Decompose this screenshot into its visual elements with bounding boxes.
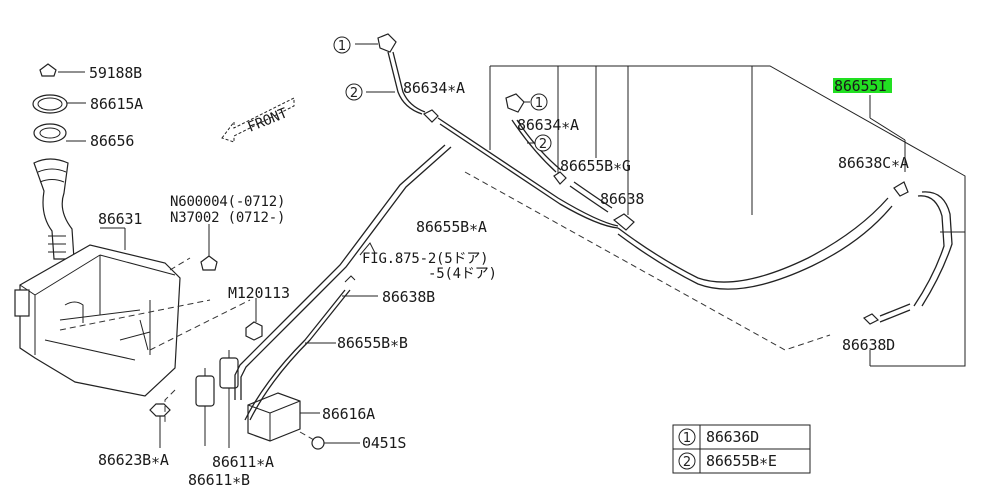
bracket-86616a: [247, 392, 301, 442]
label-86638: 86638: [600, 190, 644, 208]
legend-part-1: 86636D: [706, 428, 759, 446]
label-86616a: 86616A: [322, 405, 375, 423]
filler-cap: [33, 123, 67, 143]
label-86634a-mid: 86634∗A: [517, 116, 579, 134]
label-86611bb: 86611∗B: [188, 471, 250, 487]
hose-right: [913, 191, 953, 307]
callout-1-mid: 1: [530, 93, 548, 111]
label-fig875-1: FIG.875-2(5ドア): [362, 251, 488, 267]
legend-row-1: 1 86636D: [678, 428, 759, 446]
label-86638b: 86638B: [382, 288, 435, 306]
hose-lines: [234, 144, 831, 421]
frame-outline: [490, 65, 966, 367]
connector-86634a-mid: [553, 171, 567, 185]
connector-86638d: [862, 313, 880, 325]
filler-neck: [33, 158, 75, 260]
label-86615a: 86615A: [90, 95, 143, 113]
label-86611a: 86611∗A: [212, 453, 274, 471]
label-86655ba: 86655B∗A: [416, 218, 487, 236]
label-86638ca: 86638C∗A: [838, 154, 909, 172]
highlight-86655i: [833, 78, 892, 93]
label-86631: 86631: [98, 210, 142, 228]
hose-main: [437, 117, 619, 229]
washer-tank-group: [14, 63, 360, 450]
grommet-nut: [149, 403, 171, 417]
washer-tank: [19, 244, 181, 397]
callout-2-mid: 2: [534, 134, 552, 152]
hose-86655be-top: [387, 51, 426, 115]
front-label: FRONT: [246, 105, 291, 136]
svg-text:2: 2: [350, 86, 358, 101]
label-0451s: 0451S: [362, 434, 406, 452]
tank-bracket: [14, 289, 30, 317]
label-86655bb: 86655B∗B: [337, 334, 408, 352]
nozzle-top: [377, 33, 397, 53]
label-86655i: 86655I: [834, 77, 887, 95]
callout-1-top: 1: [333, 36, 351, 54]
label-n37002: N37002 (0712-): [170, 210, 285, 226]
label-86623ba: 86623B∗A: [98, 451, 169, 469]
label-86634a-top: 86634∗A: [403, 79, 465, 97]
nut-n600004: [200, 255, 218, 271]
callout-2-top: 2: [345, 83, 363, 101]
svg-text:1: 1: [338, 39, 346, 54]
legend-row-2: 2 86655B∗E: [678, 452, 777, 470]
bolt-m120113: [245, 321, 263, 341]
label-n600004: N600004(-0712): [170, 194, 285, 210]
joint-86638: [612, 213, 635, 231]
label-86638d: 86638D: [842, 336, 895, 354]
connector-86634a-top: [422, 109, 439, 123]
label-fig875-2: -5(4ドア): [428, 266, 497, 282]
washer-pump-b: [195, 375, 215, 407]
svg-text:2: 2: [683, 455, 691, 470]
legend-table: 1 86636D 2 86655B∗E: [672, 424, 811, 474]
svg-text:2: 2: [539, 137, 547, 152]
legend-part-2: 86655B∗E: [706, 452, 777, 470]
front-arrow: FRONT: [221, 97, 295, 143]
nozzle-mid: [505, 93, 525, 113]
label-59188b: 59188B: [89, 64, 142, 82]
screw-0451s: [311, 436, 325, 450]
label-m120113: M120113: [228, 284, 290, 302]
hose-86655ba: [234, 144, 446, 400]
rear-hose-group: [355, 33, 966, 367]
svg-text:1: 1: [535, 96, 543, 111]
label-86656: 86656: [90, 132, 134, 150]
label-86655bg: 86655B∗G: [560, 157, 631, 175]
cap-bolt: [39, 63, 57, 77]
svg-text:1: 1: [683, 431, 691, 446]
connector-86638ca: [893, 181, 909, 197]
